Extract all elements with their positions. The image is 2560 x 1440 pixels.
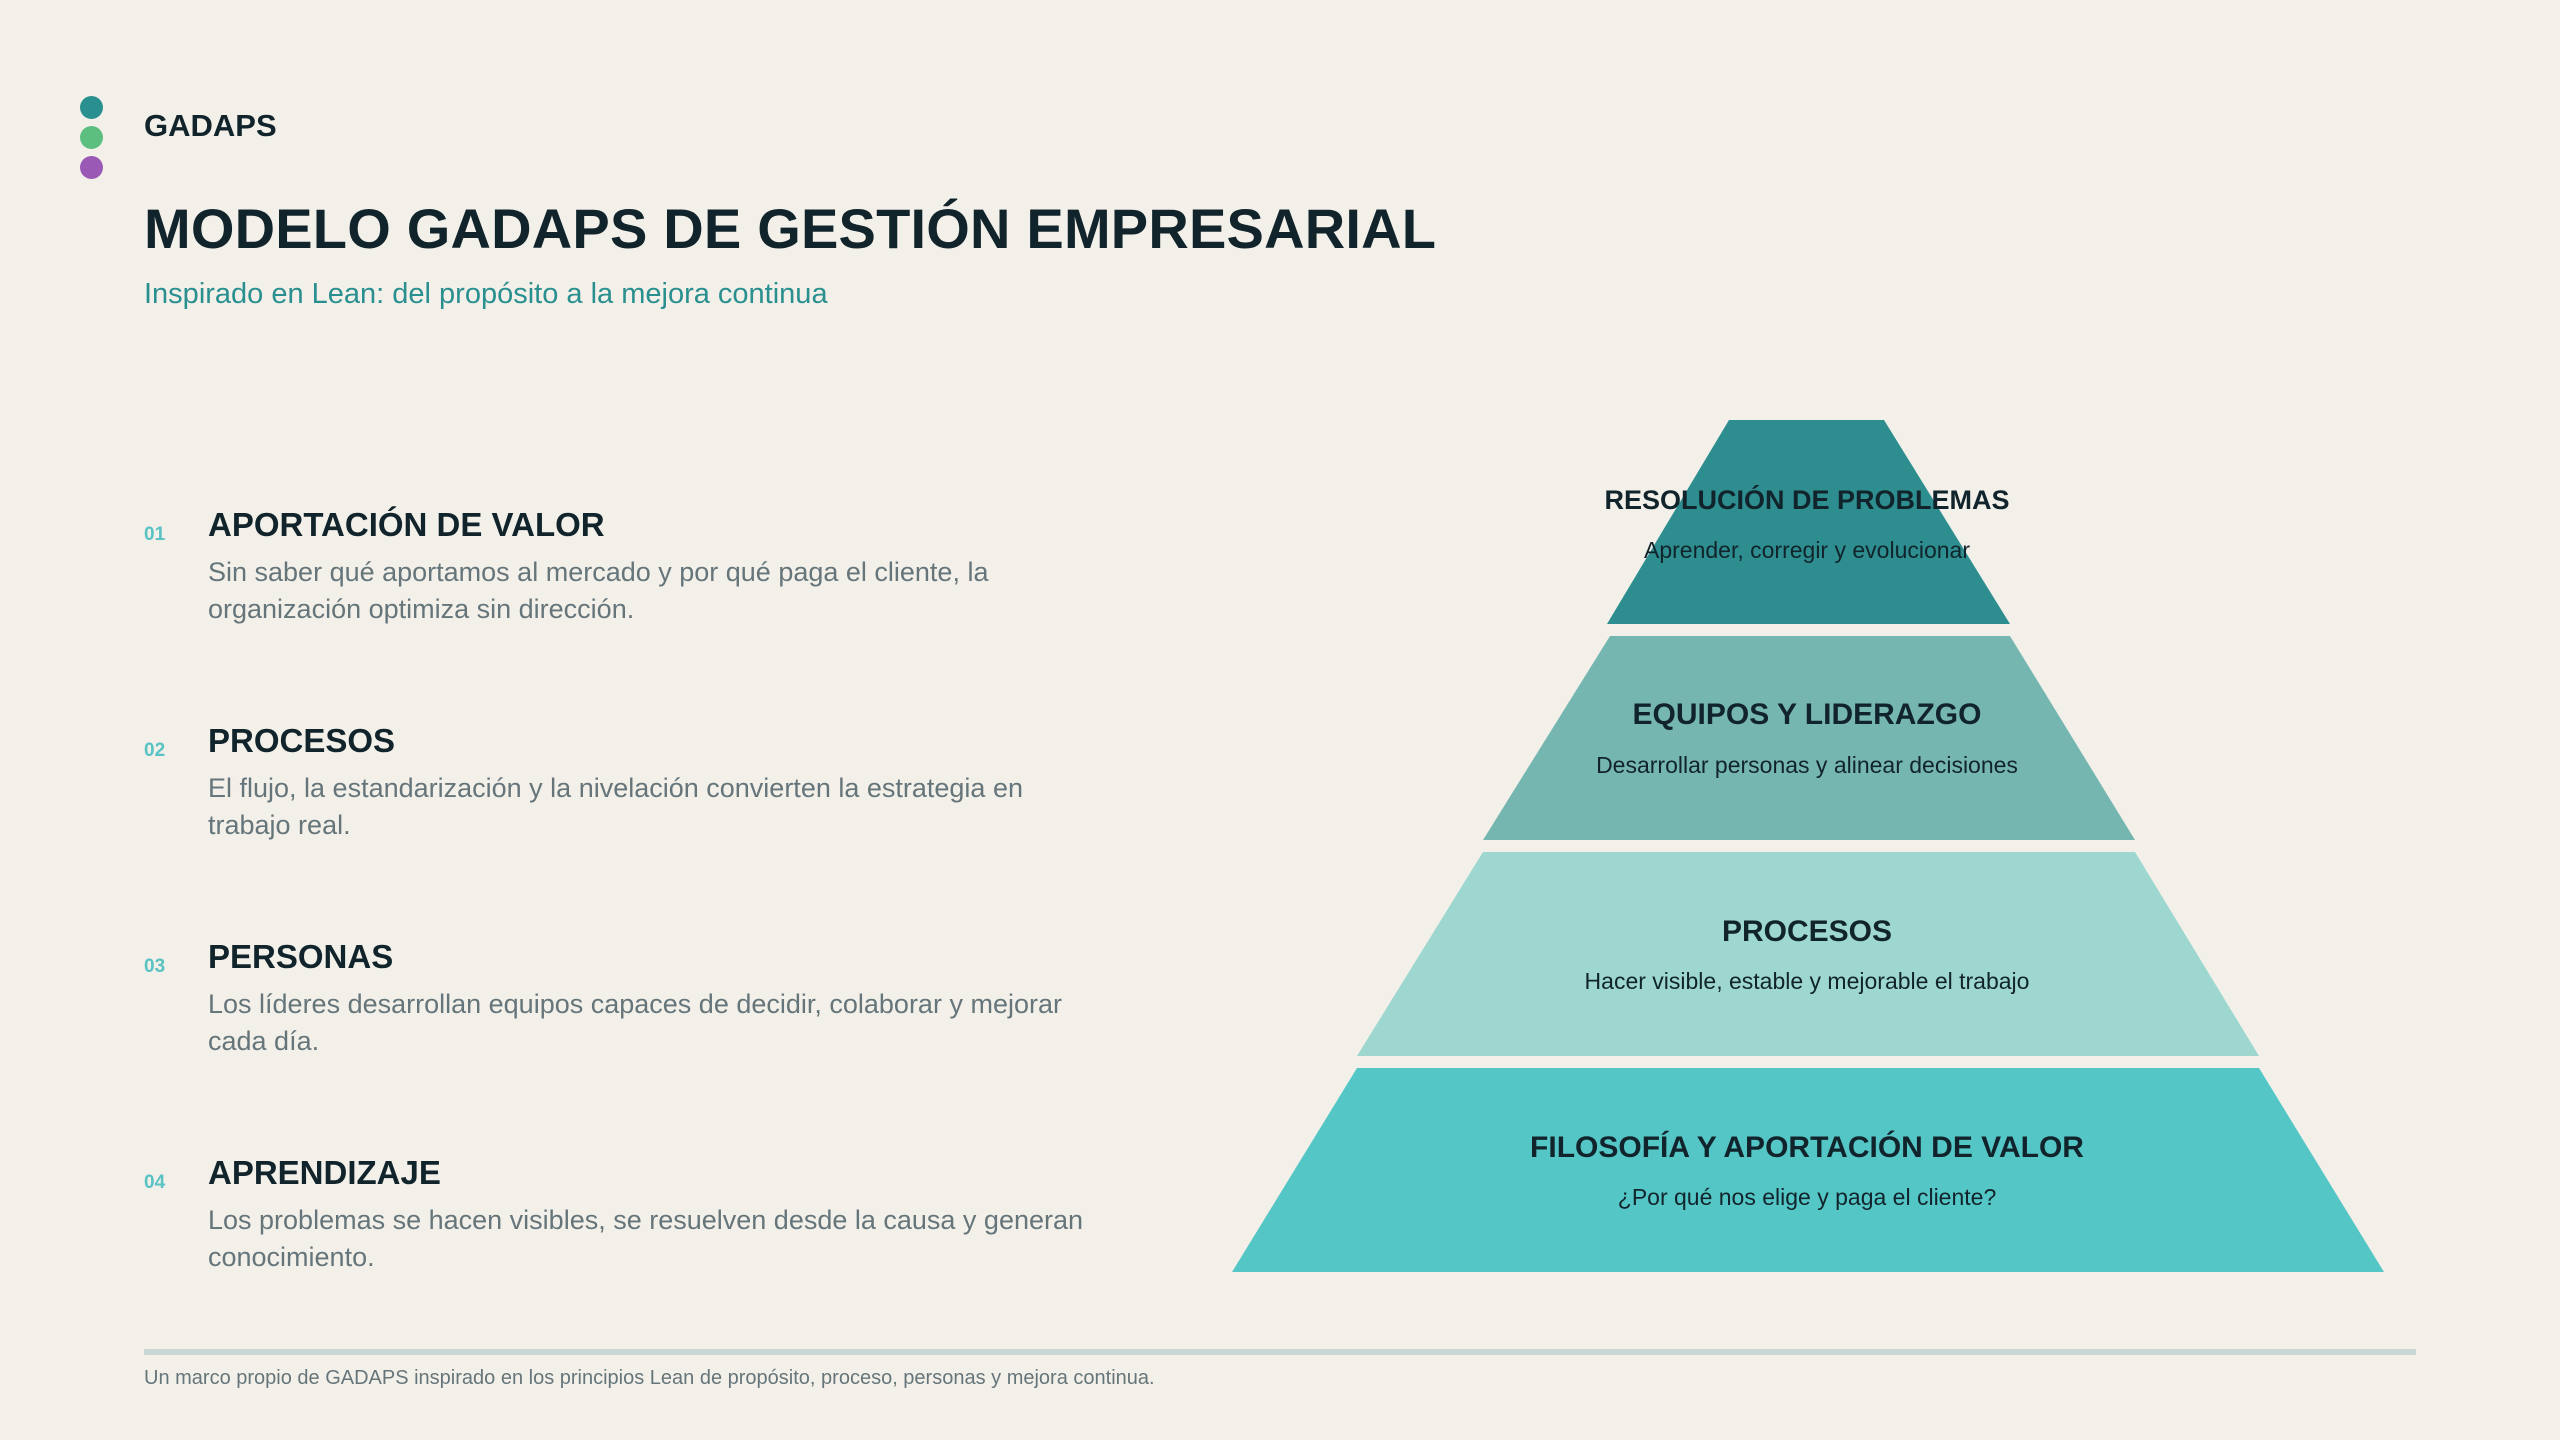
pyramid-diagram: RESOLUCIÓN DE PROBLEMAS Aprender, correg… [1232,420,2384,1272]
pyramid-level-shape [1607,420,2010,624]
item-description: El flujo, la estandarización y la nivela… [208,773,1023,840]
pyramid-level-subtitle: Desarrollar personas y alinear decisione… [1596,752,2018,778]
item-number: 02 [144,740,166,761]
brand-dot-teal [80,96,103,119]
item-number: 03 [144,956,166,977]
item-title: PERSONAS [208,938,394,975]
pyramid-level-title: RESOLUCIÓN DE PROBLEMAS [1604,484,2009,515]
item-number: 01 [144,524,166,545]
item-description: Los problemas se hacen visibles, se resu… [208,1205,1084,1272]
pyramid-level-third: PROCESOS Hacer visible, estable y mejora… [1357,852,2259,1056]
item-number: 04 [144,1172,166,1193]
pyramid-level-title: FILOSOFÍA Y APORTACIÓN DE VALOR [1530,1130,2084,1164]
page-title: MODELO GADAPS DE GESTIÓN EMPRESARIAL [144,197,1437,260]
footer-note: Un marco propio de GADAPS inspirado en l… [144,1367,1155,1389]
footer-divider [144,1349,2416,1355]
item-title: APRENDIZAJE [208,1154,441,1191]
item-description: Sin saber qué aportamos al mercado y por… [208,557,989,624]
brand-name: GADAPS [144,108,277,143]
pyramid-level-subtitle: Hacer visible, estable y mejorable el tr… [1585,968,2030,994]
brand-dot-purple [80,156,103,179]
pyramid-level-title: EQUIPOS Y LIDERAZGO [1633,698,1982,731]
pyramid-level-shape [1232,1068,2384,1272]
pyramid-level-subtitle: Aprender, corregir y evolucionar [1644,537,1970,563]
pyramid-level-top: RESOLUCIÓN DE PROBLEMAS Aprender, correg… [1604,420,2010,624]
item-description: Los líderes desarrollan equipos capaces … [208,989,1062,1056]
pyramid-level-subtitle: ¿Por qué nos elige y paga el cliente? [1618,1184,1996,1210]
page-subtitle: Inspirado en Lean: del propósito a la me… [144,278,828,310]
item-title: APORTACIÓN DE VALOR [208,506,605,543]
pyramid-level-title: PROCESOS [1722,915,1892,948]
pyramid-level-base: FILOSOFÍA Y APORTACIÓN DE VALOR ¿Por qué… [1232,1068,2384,1272]
pyramid-level-second: EQUIPOS Y LIDERAZGO Desarrollar personas… [1483,636,2135,840]
item-title: PROCESOS [208,722,396,759]
brand-dot-green [80,126,103,149]
pyramid-level-shape [1483,636,2135,840]
pyramid-level-shape [1357,852,2259,1056]
